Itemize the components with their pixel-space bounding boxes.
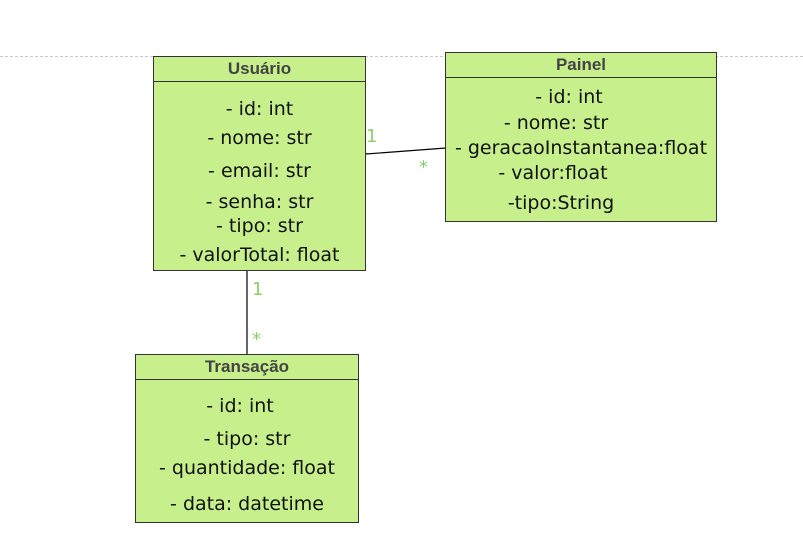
- attribute: - quantidade: float: [159, 457, 335, 479]
- attribute: - tipo: str: [203, 428, 291, 450]
- attribute: - data: datetime: [170, 493, 324, 515]
- multiplicity-usuario-transacao-target: *: [252, 329, 261, 350]
- class-transacao[interactable]: Transação - id: int - tipo: str - quanti…: [135, 354, 359, 523]
- class-transacao-name: Transação: [136, 355, 358, 380]
- attribute: - id: int: [206, 395, 274, 417]
- class-usuario[interactable]: Usuário - id: int - nome: str - email: s…: [153, 56, 366, 271]
- multiplicity-usuario-painel-source: 1: [366, 126, 378, 147]
- attribute: - tipo: str: [216, 215, 303, 237]
- attribute: - nome: str: [207, 127, 312, 149]
- attribute: - valor:float: [498, 162, 608, 184]
- attribute: - id: int: [535, 86, 603, 108]
- class-painel[interactable]: Painel - id: int - nome: str - geracaoIn…: [445, 52, 717, 222]
- multiplicity-usuario-painel-target: *: [419, 157, 428, 178]
- class-painel-name: Painel: [446, 53, 716, 78]
- association-usuario-painel[interactable]: [365, 147, 447, 155]
- attribute: - senha: str: [205, 191, 314, 213]
- attribute: - id: int: [225, 98, 294, 120]
- attribute: -tipo:String: [507, 192, 615, 214]
- attribute: - email: str: [208, 160, 311, 182]
- attribute: - nome: str: [503, 112, 609, 134]
- attribute: - valorTotal: float: [179, 244, 340, 266]
- canvas-guide-line: [0, 56, 803, 57]
- class-usuario-name: Usuário: [154, 57, 365, 82]
- multiplicity-usuario-transacao-source: 1: [252, 279, 264, 300]
- attribute: - geracaoInstantanea:float: [454, 137, 708, 159]
